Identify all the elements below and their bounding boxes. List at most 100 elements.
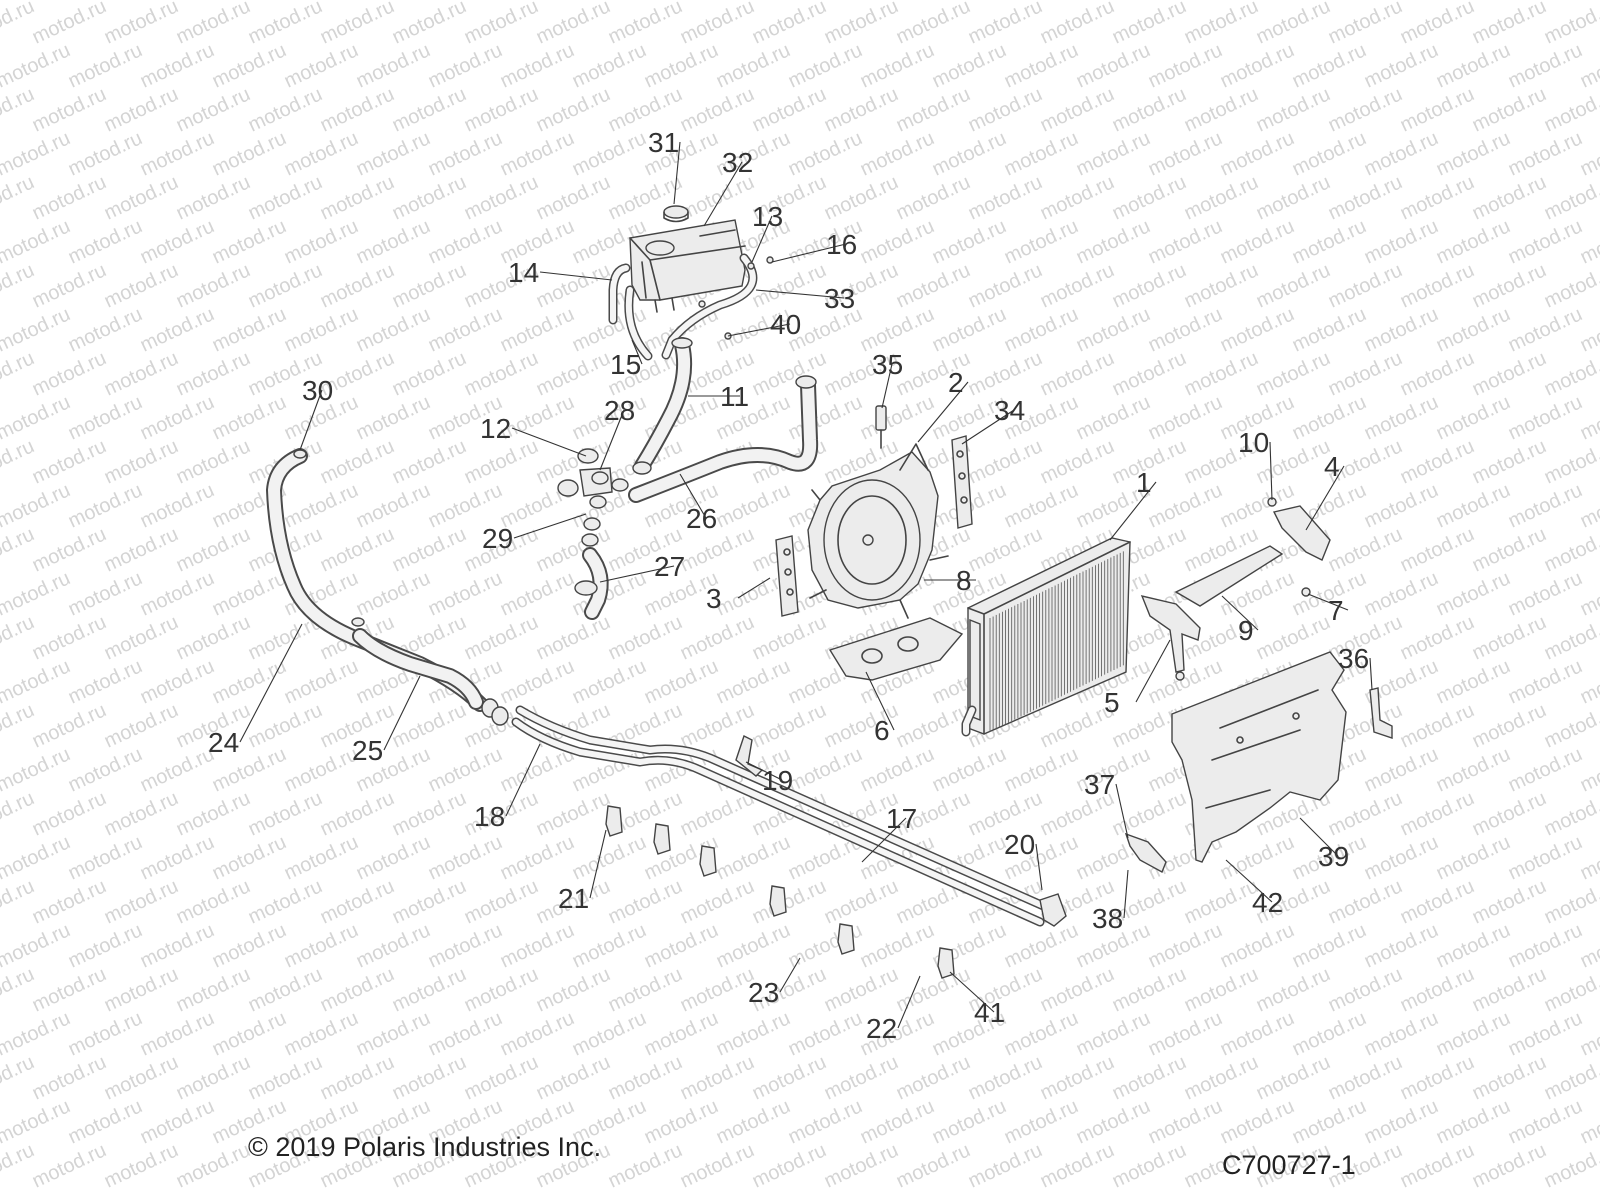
watermark-text: motod.ru [65, 919, 146, 972]
watermark-text: motod.ru [1361, 1095, 1442, 1148]
coolant-reservoir [629, 219, 746, 313]
watermark-text: motod.ru [533, 171, 614, 224]
watermark-text: motod.ru [1001, 303, 1082, 356]
watermark-text: motod.ru [101, 963, 182, 1016]
watermark-text: motod.ru [245, 699, 326, 752]
watermark-text: motod.ru [965, 1051, 1046, 1104]
watermark-text: motod.ru [461, 611, 542, 664]
watermark-text: motod.ru [29, 347, 110, 400]
watermark-text: motod.ru [569, 39, 650, 92]
watermark-text: motod.ru [29, 171, 110, 224]
watermark-text: motod.ru [965, 435, 1046, 488]
watermark-text: motod.ru [389, 523, 470, 576]
watermark-text: motod.ru [713, 1095, 794, 1148]
watermark-text: motod.ru [29, 83, 110, 136]
callout-number: 20 [1004, 829, 1035, 860]
watermark-text: motod.ru [677, 875, 758, 928]
watermark-text: motod.ru [1541, 347, 1600, 400]
watermark-text: motod.ru [1289, 391, 1370, 444]
watermark-text: motod.ru [1289, 303, 1370, 356]
watermark-text: motod.ru [425, 567, 506, 620]
callout-number: 5 [1104, 687, 1120, 718]
watermark-text: motod.ru [1577, 919, 1600, 972]
hose-25 [352, 628, 484, 710]
fan-bracket-right [951, 435, 973, 529]
watermark-text: motod.ru [317, 963, 398, 1016]
watermark-text: motod.ru [1325, 171, 1406, 224]
watermark-text: motod.ru [1253, 171, 1334, 224]
watermark-text: motod.ru [497, 831, 578, 884]
radiator-mount-bracket [1140, 595, 1201, 681]
watermark-text: motod.ru [1181, 171, 1262, 224]
watermark-text: motod.ru [1361, 743, 1442, 796]
callout-leader [599, 565, 675, 583]
clamps-24-25 [293, 449, 509, 726]
watermark-text: motod.ru [1001, 1095, 1082, 1148]
watermark-text: motod.ru [317, 875, 398, 928]
watermark-text: motod.ru [353, 479, 434, 532]
watermark-text: motod.ru [29, 875, 110, 928]
watermark-text: motod.ru [1325, 0, 1406, 49]
watermark-text: motod.ru [1289, 127, 1370, 180]
callout-leader [1109, 481, 1157, 541]
watermark-text: motod.ru [1073, 391, 1154, 444]
watermark-text: motod.ru [461, 171, 542, 224]
watermark-text: motod.ru [1037, 259, 1118, 312]
watermark-text: motod.ru [569, 831, 650, 884]
callout-number: 37 [1084, 769, 1115, 800]
watermark-text: motod.ru [1397, 171, 1478, 224]
watermark-text: motod.ru [425, 127, 506, 180]
watermark-text: motod.ru [1037, 435, 1118, 488]
watermark-text: motod.ru [749, 611, 830, 664]
watermark-text: motod.ru [857, 127, 938, 180]
watermark-text: motod.ru [461, 875, 542, 928]
watermark-text: motod.ru [281, 215, 362, 268]
watermark-text: motod.ru [461, 1051, 542, 1104]
watermark-text: motod.ru [1541, 171, 1600, 224]
watermark-text: motod.ru [1577, 391, 1600, 444]
watermark-text: motod.ru [1469, 171, 1550, 224]
watermark-text: motod.ru [461, 347, 542, 400]
watermark-text: motod.ru [1325, 963, 1406, 1016]
watermark-text: motod.ru [749, 699, 830, 752]
watermark-text: motod.ru [569, 1007, 650, 1060]
watermark-text: motod.ru [857, 0, 938, 5]
watermark-text: motod.ru [1541, 787, 1600, 840]
watermark-text: motod.ru [605, 1051, 686, 1104]
watermark-text: motod.ru [1145, 479, 1226, 532]
watermark-text: motod.ru [353, 391, 434, 444]
watermark-text: motod.ru [1361, 0, 1442, 5]
watermark-text: motod.ru [245, 1051, 326, 1104]
watermark-text: motod.ru [929, 127, 1010, 180]
callout-number: 11 [720, 381, 749, 412]
watermark-text: motod.ru [605, 0, 686, 49]
watermark-text: motod.ru [65, 391, 146, 444]
watermark-text: motod.ru [1577, 127, 1600, 180]
callout-number: 3 [706, 583, 722, 614]
callout-leader [897, 975, 921, 1029]
callout-leader [539, 271, 613, 281]
watermark-text: motod.ru [65, 303, 146, 356]
watermark-text: motod.ru [1433, 215, 1514, 268]
callout-leader [1305, 465, 1345, 531]
watermark-text: motod.ru [1505, 391, 1586, 444]
pipe-bracket-19 [735, 735, 764, 777]
watermark-text: motod.ru [281, 1007, 362, 1060]
watermark-text: motod.ru [245, 259, 326, 312]
watermark-text: motod.ru [821, 963, 902, 1016]
watermark-text: motod.ru [173, 83, 254, 136]
watermark-text: motod.ru [821, 0, 902, 49]
watermark-text: motod.ru [1469, 347, 1550, 400]
watermark-text: motod.ru [857, 743, 938, 796]
watermark-text: motod.ru [389, 347, 470, 400]
watermark-text: motod.ru [677, 0, 758, 49]
watermark-text: motod.ru [965, 0, 1046, 49]
watermark-text: motod.ru [137, 919, 218, 972]
watermark-text: motod.ru [1577, 0, 1600, 5]
watermark-text: motod.ru [1289, 1007, 1370, 1060]
callout-number: 21 [558, 883, 589, 914]
callout-number: 25 [352, 735, 383, 766]
callout-leader [513, 513, 587, 539]
watermark-text: motod.ru [1577, 655, 1600, 708]
watermark-text: motod.ru [353, 39, 434, 92]
